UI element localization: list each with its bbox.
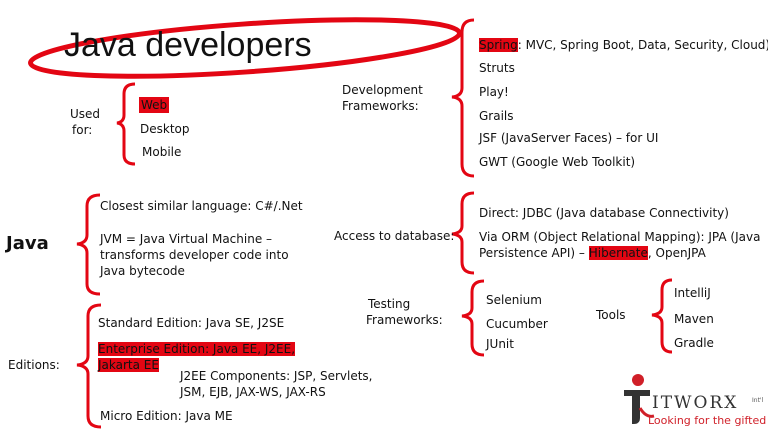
testing-label-line1: Testing bbox=[368, 297, 411, 311]
testing-label-line2: Frameworks: bbox=[366, 313, 443, 327]
dev-frameworks-label: Development Frameworks: bbox=[342, 82, 423, 114]
page-title: Java developers bbox=[64, 26, 312, 64]
tools-label: Tools bbox=[596, 308, 626, 322]
j2ee-line2: JSM, EJB, JAX-WS, JAX-RS bbox=[180, 385, 326, 399]
edition-micro: Micro Edition: Java ME bbox=[100, 409, 233, 423]
database-label: Access to database: bbox=[334, 229, 455, 243]
j2ee-line1: J2EE Components: JSP, Servlets, bbox=[180, 369, 373, 383]
itworx-logo-word: ITWORX bbox=[652, 393, 739, 413]
enterprise-line2: Jakarta EE bbox=[98, 358, 159, 372]
used-for-item-mobile: Mobile bbox=[142, 145, 182, 159]
jvm-line1: JVM = Java Virtual Machine – bbox=[100, 232, 273, 246]
java-label: Java bbox=[6, 233, 49, 254]
title-ellipse bbox=[28, 17, 462, 79]
dev-frameworks-label-line1: Development bbox=[342, 83, 423, 97]
testing-junit: JUnit bbox=[486, 337, 514, 351]
dev-frameworks-brace bbox=[451, 18, 475, 178]
tool-maven: Maven bbox=[674, 312, 714, 326]
itworx-logo-mark bbox=[624, 374, 655, 424]
editions-brace bbox=[76, 303, 102, 429]
used-for-item-web: Web bbox=[139, 97, 170, 113]
framework-play: Play! bbox=[479, 85, 509, 99]
framework-struts: Struts bbox=[479, 61, 515, 75]
spring-details: : MVC, Spring Boot, Data, Security, Clou… bbox=[517, 38, 768, 52]
orm-line2: Persistence API) – Hibernate, OpenJPA bbox=[479, 245, 760, 261]
tool-intellij: IntelliJ bbox=[674, 286, 711, 300]
testing-brace bbox=[461, 279, 485, 357]
jvm-line2: transforms developer code into bbox=[100, 248, 289, 262]
testing-label: Testing Frameworks: bbox=[366, 296, 443, 328]
java-closest-language: Closest similar language: C#/.Net bbox=[100, 199, 303, 213]
orm-line1: Via ORM (Object Relational Mapping): JPA… bbox=[479, 230, 761, 244]
database-direct: Direct: JDBC (Java database Connectivity… bbox=[479, 206, 729, 220]
itworx-logo-intl: Int'l bbox=[752, 397, 764, 404]
used-for-item-desktop: Desktop bbox=[140, 122, 190, 136]
java-jvm-description: JVM = Java Virtual Machine – transforms … bbox=[100, 231, 289, 279]
java-brace bbox=[76, 193, 101, 296]
database-brace bbox=[451, 191, 475, 275]
database-orm: Via ORM (Object Relational Mapping): JPA… bbox=[479, 229, 760, 261]
orm-line2-pre: Persistence API) – bbox=[479, 246, 589, 260]
used-for-label-line1: Used bbox=[70, 107, 101, 121]
orm-line2-post: , OpenJPA bbox=[647, 246, 706, 260]
jvm-line3: Java bytecode bbox=[100, 264, 185, 278]
edition-enterprise: Enterprise Edition: Java EE, J2EE, Jakar… bbox=[98, 341, 296, 373]
framework-jsf: JSF (JavaServer Faces) – for UI bbox=[479, 131, 659, 145]
editions-label: Editions: bbox=[8, 358, 60, 372]
framework-grails: Grails bbox=[479, 109, 514, 123]
j2ee-components: J2EE Components: JSP, Servlets, JSM, EJB… bbox=[180, 368, 372, 400]
hibernate-highlight: Hibernate bbox=[588, 246, 648, 260]
tools-brace bbox=[651, 278, 673, 354]
tool-gradle: Gradle bbox=[674, 336, 714, 350]
spring-highlight: Spring bbox=[479, 38, 518, 52]
itworx-tagline: Looking for the gifted bbox=[648, 414, 767, 427]
framework-spring: Spring: MVC, Spring Boot, Data, Security… bbox=[479, 37, 768, 53]
used-for-label: Used for: bbox=[70, 106, 100, 138]
testing-cucumber: Cucumber bbox=[486, 317, 548, 331]
edition-standard: Standard Edition: Java SE, J2SE bbox=[98, 316, 285, 330]
used-for-label-line2: for: bbox=[72, 123, 93, 137]
dev-frameworks-label-line2: Frameworks: bbox=[342, 99, 419, 113]
used-for-brace bbox=[116, 82, 136, 166]
enterprise-line1: Enterprise Edition: Java EE, J2EE, bbox=[98, 342, 296, 356]
framework-gwt: GWT (Google Web Toolkit) bbox=[479, 155, 636, 169]
testing-selenium: Selenium bbox=[486, 293, 542, 307]
